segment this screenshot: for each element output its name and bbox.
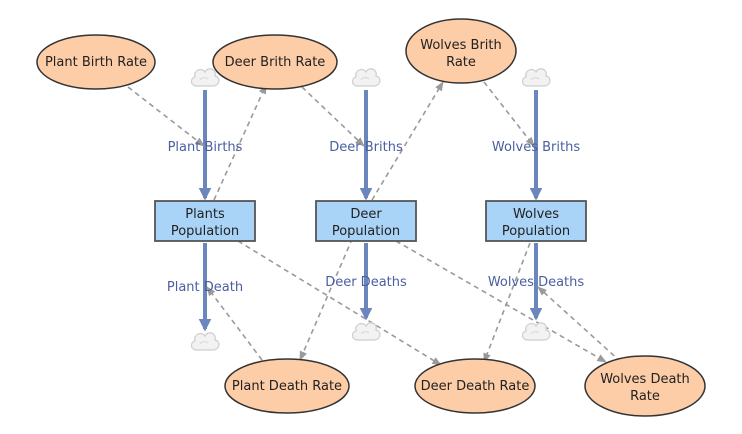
variable-wolves-birth-rate-line1: Wolves Brith (420, 38, 501, 53)
variable-wolves-birth-rate-shape (405, 18, 517, 84)
flow-label-plant-death: Plant Death (167, 280, 243, 295)
variable-plant-birth-rate[interactable]: Plant Birth Rate (36, 34, 156, 90)
stock-deer-line1: Deer (350, 207, 382, 222)
link-deer-birth-rate-to-deer-births (301, 86, 365, 147)
stock-wolves-line2: Population (502, 224, 570, 239)
link-plant-birth-rate-to-plant-births (127, 86, 205, 147)
stock-plants-box (154, 200, 256, 242)
variable-deer-death-rate[interactable]: Deer Death Rate (414, 358, 536, 414)
variable-plant-birth-rate-shape (36, 34, 156, 90)
stock-plants-line2: Population (171, 224, 239, 239)
cloud-icon (190, 68, 220, 87)
flow-label-plant-births: Plant Births (168, 140, 243, 155)
cloud-icon (351, 68, 381, 87)
stock-wolves[interactable]: Wolves Population (485, 200, 587, 242)
flow-pipes (198, 90, 543, 332)
flow-label-deer-deaths: Deer Deaths (325, 275, 407, 290)
flow-label-wolves-births: Wolves Briths (492, 140, 580, 155)
link-wolves-to-deer-death-rate (483, 242, 531, 363)
variable-deer-death-rate-label: Deer Death Rate (421, 379, 530, 394)
variable-deer-birth-rate[interactable]: Deer Brith Rate (212, 34, 338, 90)
stock-plants-line1: Plants (185, 207, 225, 222)
dashed-links (127, 81, 622, 366)
link-deer-to-plant-death-rate (299, 229, 357, 361)
variables: Plant Birth Rate Deer Brith Rate Wolves … (36, 18, 706, 417)
variable-plant-death-rate[interactable]: Plant Death Rate (224, 358, 350, 414)
stock-wolves-line1: Wolves (513, 207, 559, 222)
stock-deer-box (315, 200, 417, 242)
link-plant-death-rate-to-plant-death (206, 286, 263, 361)
flow-labels: Plant Births Deer Briths Wolves Briths P… (167, 140, 584, 295)
variable-wolves-death-rate-line1: Wolves Death (600, 372, 690, 387)
variable-deer-birth-rate-shape (212, 34, 338, 90)
link-deer-to-wolves-birth-rate (371, 81, 444, 201)
variable-wolves-death-rate[interactable]: Wolves Death Rate (584, 355, 706, 417)
variable-plant-death-rate-label: Plant Death Rate (232, 379, 342, 394)
stock-wolves-box (485, 200, 587, 242)
variable-plant-birth-rate-label: Plant Birth Rate (45, 55, 147, 70)
variable-deer-birth-rate-label: Deer Brith Rate (225, 55, 326, 70)
variable-wolves-birth-rate-line2: Rate (446, 55, 476, 70)
stocks: Plants Population Deer Population Wolves… (154, 200, 587, 242)
variable-deer-death-rate-shape (414, 358, 536, 414)
stock-deer[interactable]: Deer Population (315, 200, 417, 242)
flow-label-wolves-deaths: Wolves Deaths (488, 275, 585, 290)
variable-wolves-death-rate-line2: Rate (630, 389, 660, 404)
stock-plants[interactable]: Plants Population (154, 200, 256, 242)
link-wolves-birth-rate-to-wolves-births (483, 81, 535, 147)
stock-deer-line2: Population (332, 224, 400, 239)
variable-wolves-birth-rate[interactable]: Wolves Brith Rate (405, 18, 517, 84)
cloud-icon (190, 332, 220, 351)
link-wolves-death-rate-to-wolves-deaths (537, 286, 622, 363)
cloud-icon (351, 322, 381, 341)
link-plants-to-deer-death-rate (237, 240, 442, 366)
cloud-icon (521, 322, 551, 341)
cloud-icon (521, 68, 551, 87)
link-plants-to-deer-birth-rate (213, 84, 267, 201)
variable-wolves-death-rate-shape (584, 355, 706, 417)
link-deer-to-wolves-death-rate (395, 240, 607, 363)
flow-label-deer-births: Deer Briths (329, 140, 403, 155)
variable-plant-death-rate-shape (224, 358, 350, 414)
